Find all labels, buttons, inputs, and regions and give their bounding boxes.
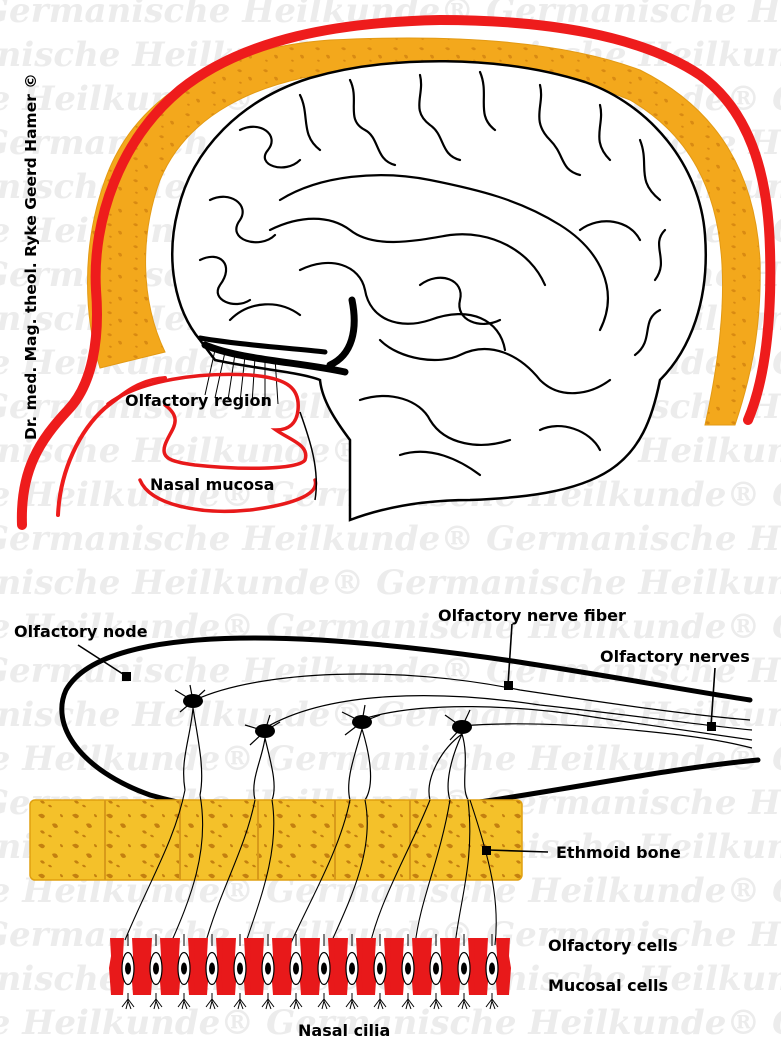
nasal-cilia	[205, 993, 219, 1010]
olfactory-cell-nucleus	[405, 962, 411, 975]
nasal-cilia	[177, 993, 191, 1010]
olfactory-cell-nucleus	[489, 962, 495, 975]
epithelial-cell-pair	[473, 934, 511, 1010]
ethmoid-bone-segments	[104, 800, 411, 880]
label-olfactory-nerves: Olfactory nerves	[600, 647, 750, 666]
nasal-cilia	[261, 993, 275, 1010]
nasal-cilia	[373, 993, 387, 1010]
head-section: Olfactory region Nasal mucosa	[16, 14, 776, 530]
watermark-row: Germanische Heilkunde® Germanische Heilk…	[0, 607, 781, 647]
bulb-detail: Olfactory node Olfactory nerve fiber Olf…	[14, 606, 761, 1040]
ganglion-cell-1	[174, 684, 206, 796]
mucosal-cell	[389, 938, 405, 995]
olfactory-epithelium	[109, 934, 511, 1010]
nasal-cilia	[317, 993, 331, 1010]
watermark-row: Germanische Heilkunde® Germanische Heilk…	[0, 695, 781, 735]
nasal-cilia	[149, 993, 163, 1010]
mucosal-cell	[109, 938, 125, 995]
watermark-row: Germanische Heilkunde® Germanische Heilk…	[0, 1003, 781, 1043]
mucosal-cell	[165, 938, 181, 995]
skull-outline	[16, 14, 776, 530]
mucosal-cell	[417, 938, 433, 995]
nasal-cilia	[345, 993, 359, 1010]
olfactory-cell-nucleus	[237, 962, 243, 975]
olfactory-cell-nucleus	[125, 962, 131, 975]
mucosal-cell	[193, 938, 209, 995]
label-olfactory-node: Olfactory node	[14, 622, 148, 641]
nasal-cavity-line	[299, 411, 318, 501]
olfactory-cell-nucleus	[349, 962, 355, 975]
nasal-cilia	[233, 993, 247, 1010]
mucosal-cell	[361, 938, 377, 995]
nasal-cilia	[429, 993, 443, 1010]
label-olfactory-nerve-fiber: Olfactory nerve fiber	[438, 606, 626, 625]
label-olfactory-region: Olfactory region	[125, 391, 272, 410]
nasal-cilia	[457, 993, 471, 1010]
receptor-axons	[124, 789, 497, 946]
olfactory-cell-nucleus	[181, 962, 187, 975]
brain-gyri	[198, 70, 667, 477]
nasal-cilia	[485, 993, 499, 1010]
ganglion-cells	[174, 684, 472, 801]
olfactory-cell-nucleus	[377, 962, 383, 975]
mucosal-cell	[137, 938, 153, 995]
label-pointers	[77, 623, 716, 853]
mucosal-cell	[445, 938, 461, 995]
olfactory-cell-nucleus	[461, 962, 467, 975]
skull-inner-outline	[56, 376, 167, 517]
mucosal-cell	[221, 938, 237, 995]
olfactory-cell-nucleus	[265, 962, 271, 975]
nasal-mucosa-outline	[106, 372, 318, 513]
label-ethmoid-bone: Ethmoid bone	[556, 843, 681, 862]
watermark-row: Germanische Heilkunde® Germanische Heilk…	[0, 519, 781, 559]
olfactory-cell-nucleus	[209, 962, 215, 975]
ganglion-cell-2	[244, 714, 281, 801]
label-pointer-markers	[122, 672, 716, 855]
watermark-row: Germanische Heilkunde® Germanische Heilk…	[0, 563, 781, 603]
nasal-cilia	[289, 993, 303, 1010]
label-olfactory-cells: Olfactory cells	[548, 936, 678, 955]
olfactory-tract	[197, 335, 328, 355]
olfactory-cell-nucleus	[321, 962, 327, 975]
ganglion-cell-3	[341, 704, 381, 801]
label-nasal-mucosa: Nasal mucosa	[150, 475, 274, 494]
olfactory-cell-nucleus	[153, 962, 159, 975]
mucosal-cell	[249, 938, 265, 995]
ethmoid-bone-plate	[29, 799, 523, 881]
olfactory-cell-nucleus	[293, 962, 299, 975]
mucosal-cell	[277, 938, 293, 995]
olfactory-cell-nucleus	[433, 962, 439, 975]
mucosal-cell	[473, 938, 489, 995]
copyright-text: Dr. med. Mag. theol. Ryke Geerd Hamer ©	[22, 73, 40, 440]
ganglion-cell-4	[428, 709, 472, 801]
mucosal-cell	[305, 938, 321, 995]
label-mucosal-cells: Mucosal cells	[548, 976, 668, 995]
mucosal-cell	[333, 938, 349, 995]
nasal-cilia	[401, 993, 415, 1010]
nasal-cilia	[121, 993, 135, 1010]
brain-outline	[171, 59, 707, 522]
olfactory-bulb-stroke	[201, 296, 358, 376]
mucosal-cell	[495, 938, 511, 995]
label-nasal-cilia: Nasal cilia	[298, 1021, 390, 1040]
